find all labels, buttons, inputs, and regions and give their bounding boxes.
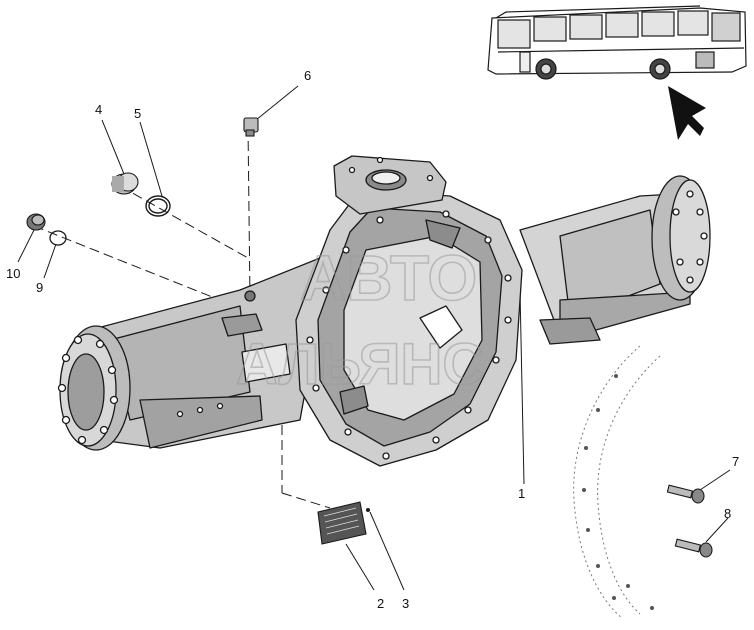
- bolt-part-8: [674, 538, 713, 558]
- bolt-part-7: [666, 484, 705, 504]
- axle-housing: [57, 155, 711, 467]
- plug-part-10: [26, 213, 46, 231]
- cover-gasket: [573, 345, 661, 619]
- direction-arrow-icon: [668, 86, 706, 140]
- seal-ring-part-9: [49, 230, 67, 246]
- nameplate-part-2: [317, 501, 367, 545]
- seal-ring-part-5: [145, 195, 171, 217]
- callout-5: 5: [134, 106, 141, 121]
- bus-icon: [487, 5, 747, 80]
- callouts: 1 2 3 4 5 6 7 8 9 10: [6, 68, 739, 611]
- callout-10: 10: [6, 266, 20, 281]
- leader-lines: [17, 85, 731, 591]
- rivet-part-3: [366, 508, 370, 512]
- breather-part-6: [243, 117, 259, 137]
- callout-7: 7: [732, 454, 739, 469]
- watermark: АВТО АЛЬЯНС: [235, 241, 485, 398]
- callout-4: 4: [95, 102, 102, 117]
- callout-8: 8: [724, 506, 731, 521]
- callout-3: 3: [402, 596, 409, 611]
- callout-6: 6: [304, 68, 311, 83]
- plug-part-4: [111, 172, 139, 195]
- svg-text:АЛЬЯНС: АЛЬЯНС: [236, 332, 484, 397]
- callout-2: 2: [377, 596, 384, 611]
- callout-1: 1: [518, 486, 525, 501]
- svg-text:АВТО: АВТО: [300, 242, 477, 314]
- callout-9: 9: [36, 280, 43, 295]
